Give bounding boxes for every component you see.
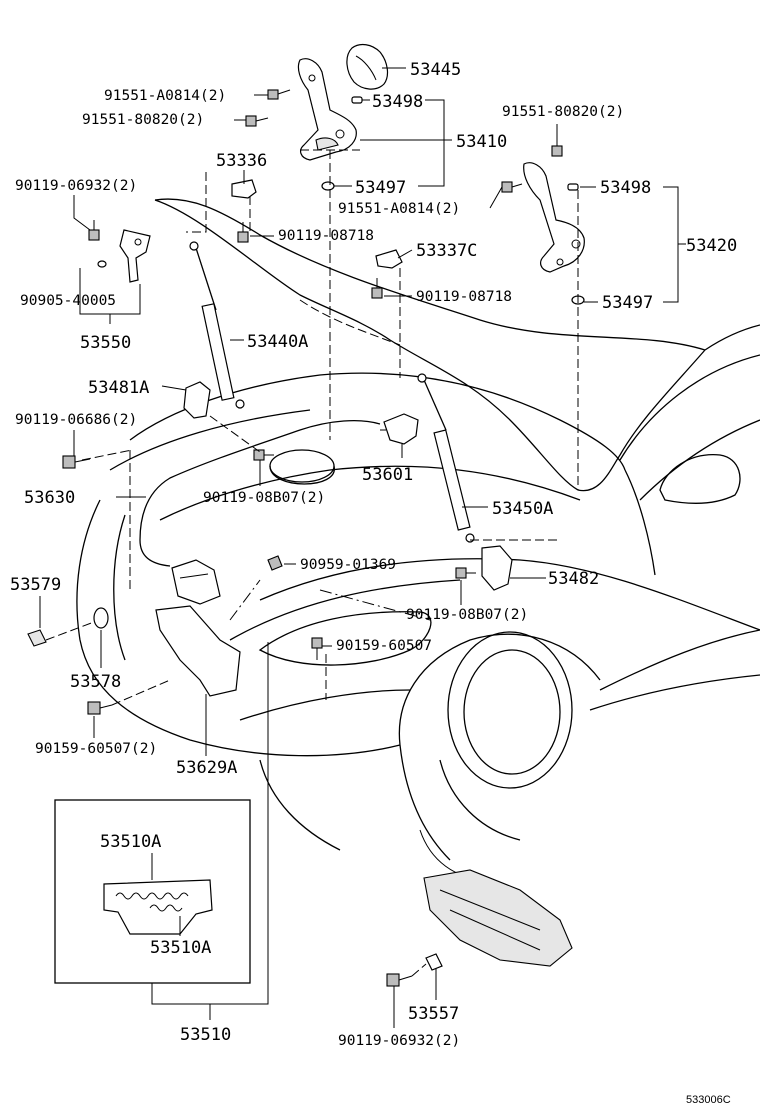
label-91551-80820-2-left: 91551-80820(2) [82,112,204,128]
label-90905-40005: 90905-40005 [20,293,116,309]
hood-hinge-53420 [523,162,585,273]
label-90119-08718-left: 90119-08718 [278,228,374,244]
bolt-90119-06932-bottom [386,973,413,987]
hood-strut-53450A [417,373,475,543]
bracket-53482 [481,545,513,591]
label-53420: 53420 [686,236,737,256]
label-53630: 53630 [24,488,75,508]
label-53629A: 53629A [176,758,237,778]
bolt-90119-08718-right [371,278,383,299]
label-53550: 53550 [80,333,131,353]
label-90159-60507-2: 90159-60507(2) [35,741,157,757]
bolt-91551-80820-left [245,115,269,127]
label-53578: 53578 [70,672,121,692]
label-90159-60507: 90159-60507 [336,638,432,654]
label-91551-A0814-2-mid: 91551-A0814(2) [338,201,460,217]
bolt-91551-A0814-top [267,89,291,100]
label-53450A: 53450A [492,499,553,519]
assembly-dashed-lines [45,149,579,977]
label-53498-right: 53498 [600,178,651,198]
bolt-90119-08B07-b [455,567,476,579]
bolt-91551-80820-right [551,136,563,157]
label-90119-08718-right: 90119-08718 [416,289,512,305]
label-90119-08B07-2-b: 90119-08B07(2) [406,607,528,623]
label-90119-06932-2-top: 90119-06932(2) [15,178,137,194]
label-53510A-top: 53510A [100,832,161,852]
bolt-90119-08718-left [237,222,249,243]
clip-90959-01369 [267,555,283,571]
support-53629A [155,605,241,697]
label-90959-01369: 90959-01369 [300,557,396,573]
label-53601: 53601 [362,465,413,485]
detail-box-53510A [54,799,251,984]
cushion-53579 [27,629,47,647]
label-53510A-bottom: 53510A [150,938,211,958]
label-53579: 53579 [10,575,61,595]
release-cable-53630 [139,419,381,567]
bracket-53337C [375,249,403,269]
release-53601 [383,413,419,445]
vehicle-body-outline [76,198,760,881]
clip-53557 [425,953,443,971]
bracket-53336 [231,179,257,199]
label-53445: 53445 [410,60,461,80]
label-91551-A0814-2-top: 91551-A0814(2) [104,88,226,104]
label-53481A: 53481A [88,378,149,398]
bolt-90119-06686 [62,455,91,469]
hood-strut-53440A [189,241,245,409]
radiator-support [423,869,573,967]
hood-hinge-53410 [297,58,357,161]
label-53497-top: 53497 [355,178,406,198]
leader-lines [39,67,686,1028]
label-90119-06686-2: 90119-06686(2) [15,412,137,428]
hinge-cover-53445 [346,43,389,90]
label-53510: 53510 [180,1025,231,1045]
label-53337C: 53337C [416,241,477,261]
label-53497-right: 53497 [602,293,653,313]
label-53498-top: 53498 [372,92,423,112]
part-labels: 53445 53498 91551-A0814(2) 91551-80820(2… [10,60,737,1106]
label-91551-80820-2-right: 91551-80820(2) [502,104,624,120]
bolt-90159-60507 [311,637,323,660]
cushion-53578 [93,607,109,629]
label-53440A: 53440A [247,332,308,352]
label-90119-06932-2-bottom: 90119-06932(2) [338,1033,460,1049]
label-53336: 53336 [216,151,267,171]
lock-plate-53510A [103,879,213,935]
bolt-90159-60507-2 [87,701,113,715]
label-90119-08B07-2-a: 90119-08B07(2) [203,490,325,506]
bracket-53550 [119,229,151,283]
bolt-90119-06932-top [88,220,100,241]
label-53557: 53557 [408,1004,459,1024]
label-53410: 53410 [456,132,507,152]
part-shapes [27,43,585,987]
diagram-code: 533006C [686,1094,731,1106]
bolt-90119-08B07-a [253,449,274,461]
hood-lock-53510 [171,559,221,605]
label-53482: 53482 [548,569,599,589]
bolt-91551-A0814-mid [501,181,523,193]
bracket-53481A [183,381,211,419]
